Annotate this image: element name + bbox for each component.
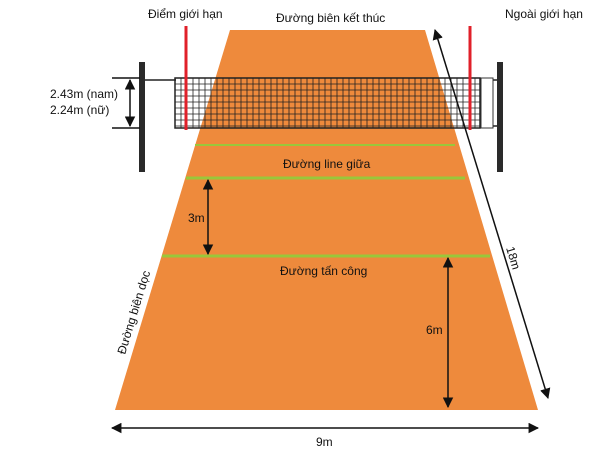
left-net-post	[139, 62, 145, 172]
end-line-label: Đường biên kết thúc	[276, 11, 385, 25]
center-line-label: Đường line giữa	[283, 157, 371, 171]
antenna-right-label: Ngoài giới hạn	[505, 7, 583, 21]
right-net-post	[497, 62, 503, 172]
attack-line-label: Đường tấn công	[280, 264, 367, 278]
dim-18m-arrow	[432, 28, 551, 400]
right-post-pad	[480, 77, 494, 129]
dim-9m-label: 9m	[316, 435, 333, 449]
dim-6m-label: 6m	[426, 323, 443, 337]
net-height-men-label: 2.43m (nam)	[50, 87, 118, 101]
court-surface	[115, 30, 538, 410]
net-height-bracket	[112, 77, 140, 129]
net	[174, 77, 481, 129]
net-height-women-label: 2.24m (nữ)	[50, 103, 109, 117]
dim-3m-label: 3m	[188, 211, 205, 225]
dim-18m-label: 18m	[503, 245, 523, 271]
antenna-left-label: Điểm giới hạn	[148, 7, 223, 21]
